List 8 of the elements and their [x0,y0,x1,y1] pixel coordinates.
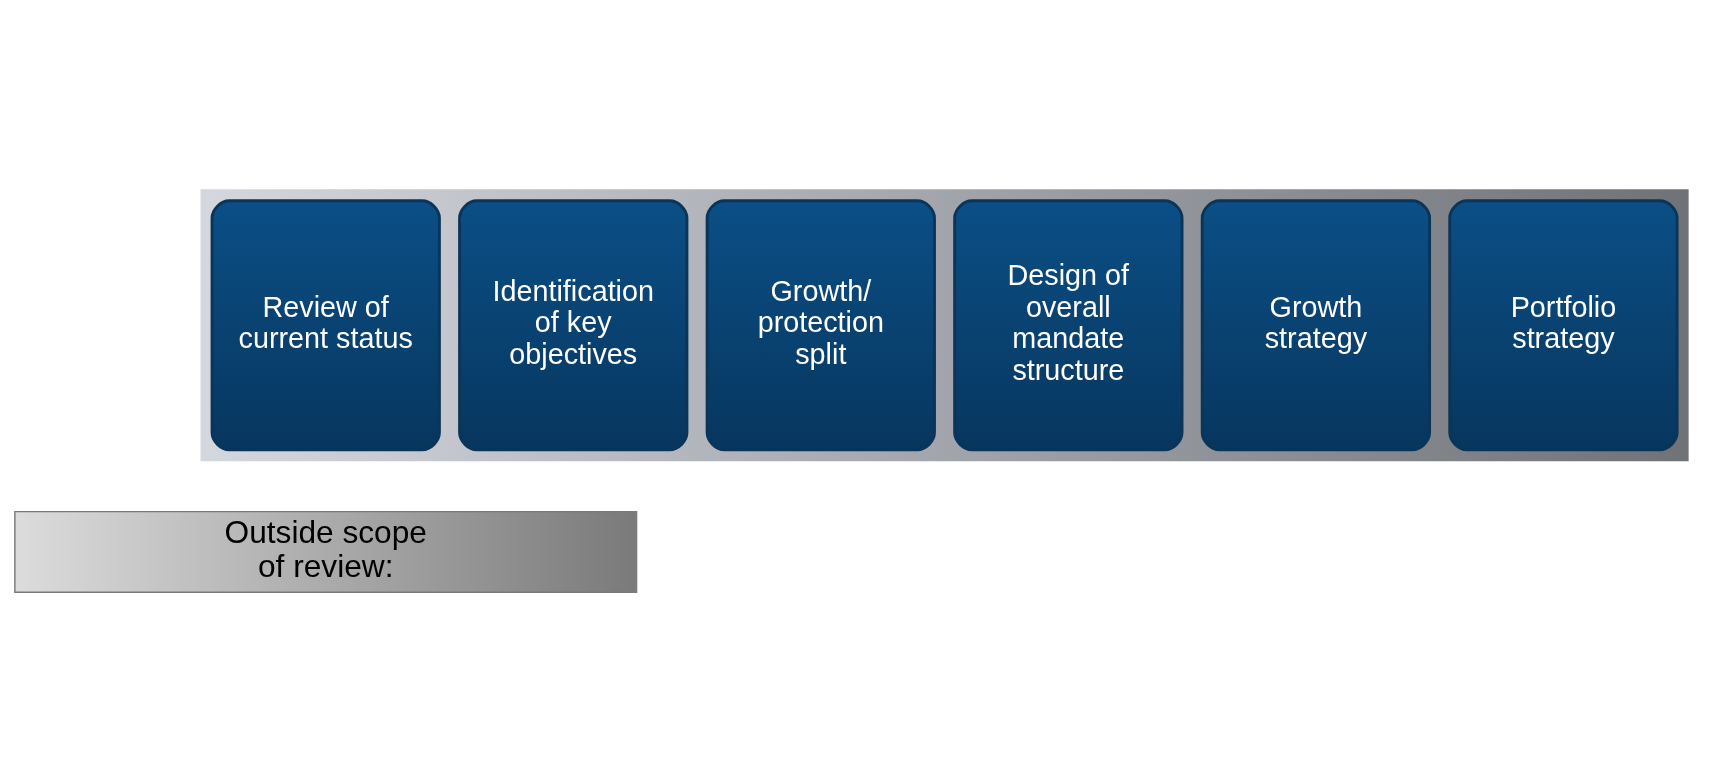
node-box: Growth/ protection split [705,199,936,452]
node-box: Portfolio strategy [1448,199,1679,452]
node-box: Review of current status [210,199,441,452]
node-box: Growth strategy [1200,199,1431,452]
node-box: Design of overall mandate structure [953,199,1184,452]
cluster [200,189,1689,462]
node-box: Outside scope of review: [14,510,638,593]
node-box: Identification of key objectives [458,199,689,452]
